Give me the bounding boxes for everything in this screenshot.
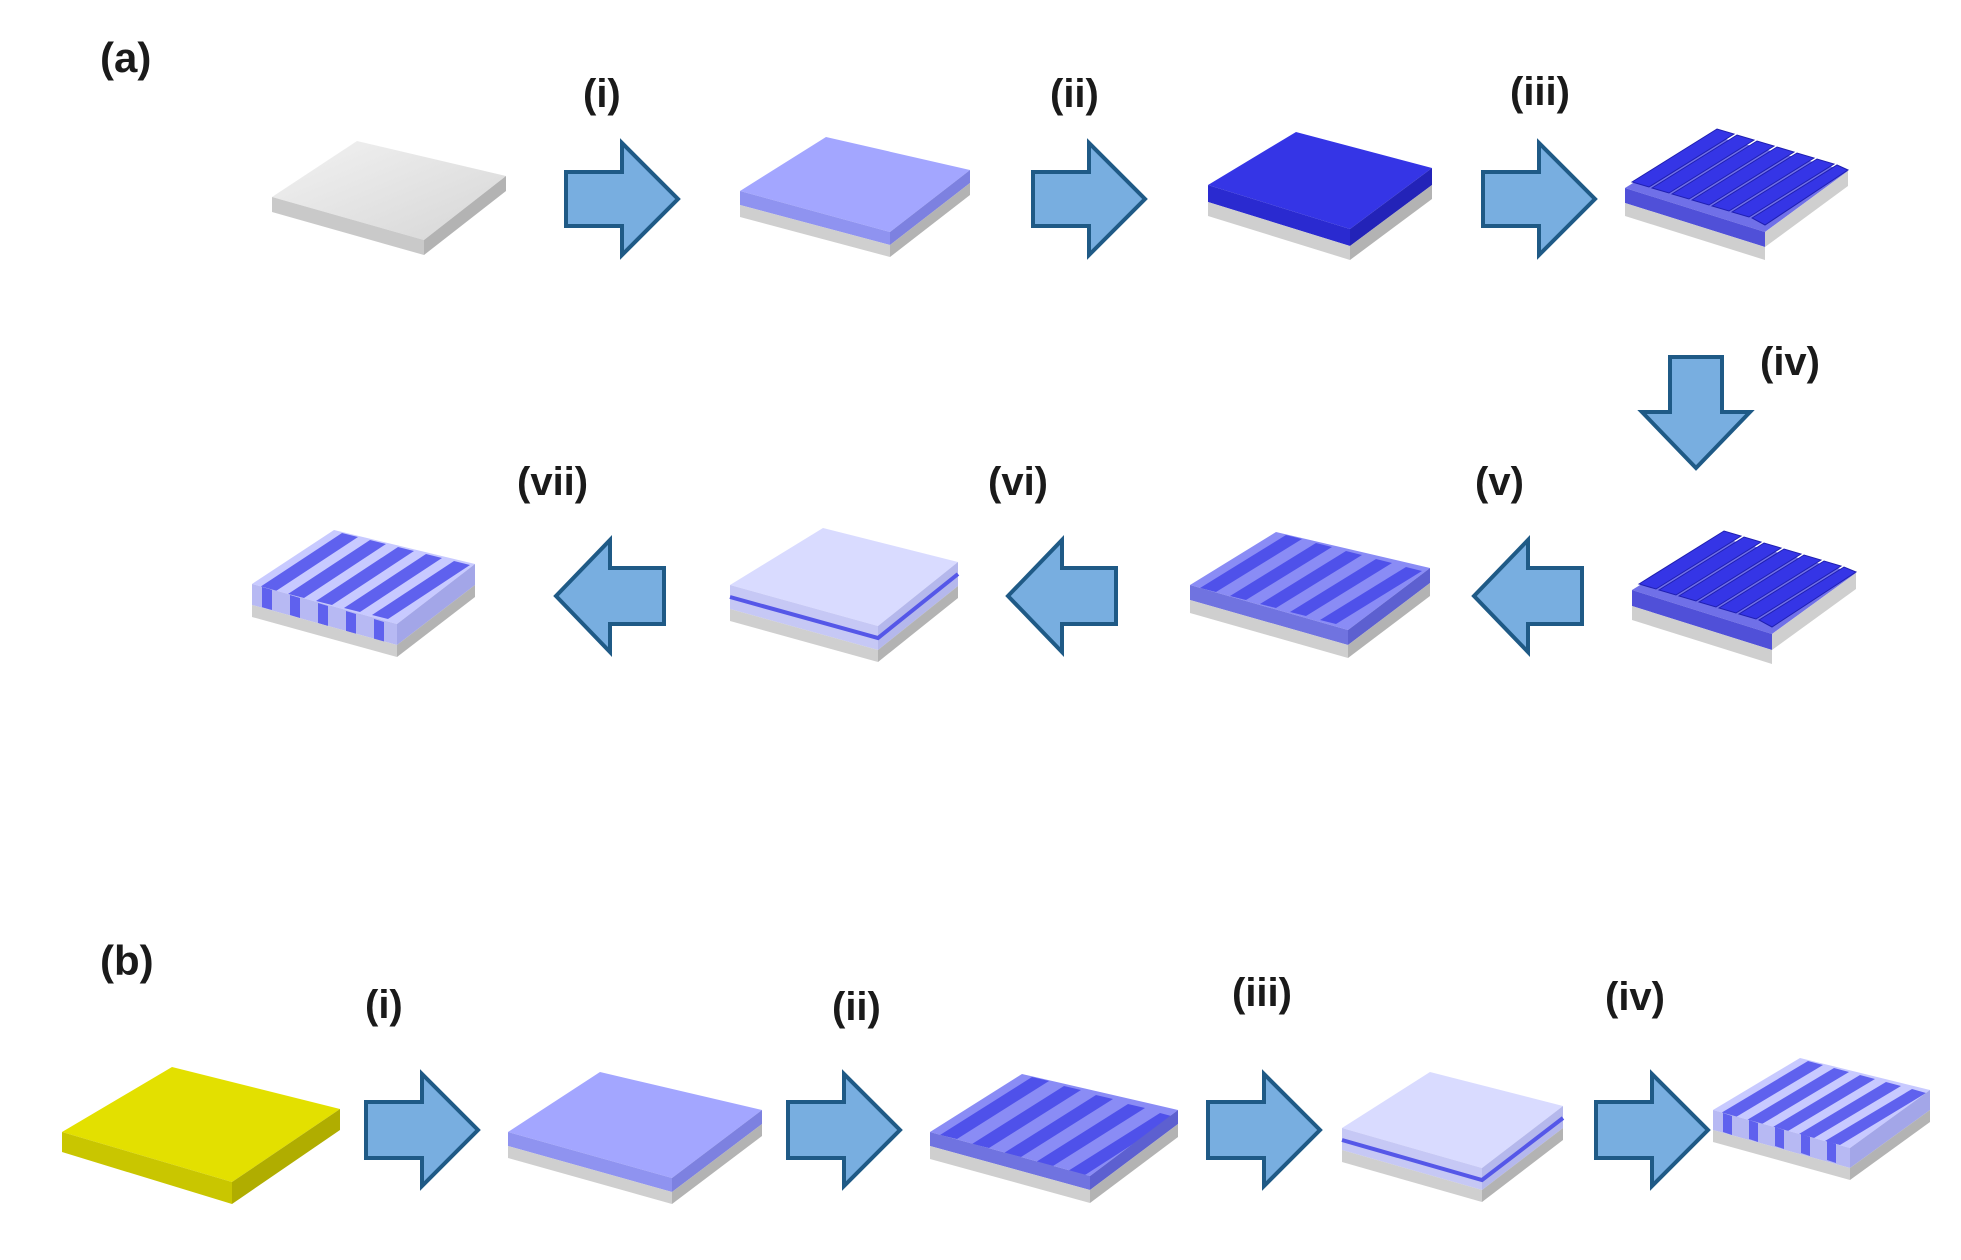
slab-a-3-resist	[1208, 132, 1432, 260]
arrow-a-ii	[1031, 138, 1148, 260]
step-label-a-vi: (vi)	[988, 460, 1048, 504]
step-label-b-iv: (iv)	[1605, 975, 1665, 1019]
step-label-a-iii: (iii)	[1510, 70, 1570, 114]
slab-a-5-resist-grating	[1632, 530, 1858, 664]
arrow-a-vi	[1005, 535, 1118, 657]
step-label-a-i: (i)	[583, 72, 621, 116]
step-label-a-vii: (vii)	[517, 460, 588, 504]
arrow-a-i	[564, 138, 681, 260]
panel-a-label: (a)	[100, 34, 151, 81]
arrow-a-iv	[1637, 355, 1755, 471]
step-label-b-iii: (iii)	[1232, 971, 1292, 1015]
slab-b-5-final-grating	[1713, 1058, 1930, 1180]
arrow-a-vii	[553, 535, 666, 657]
slab-a-7-capped	[729, 528, 960, 662]
slab-b-1-yellow-substrate	[62, 1067, 340, 1204]
slab-a-4-resist-grating	[1625, 128, 1850, 260]
arrow-b-ii	[786, 1069, 903, 1191]
arrow-b-iv	[1594, 1069, 1711, 1191]
step-label-a-ii: (ii)	[1050, 72, 1099, 116]
step-label-b-i: (i)	[365, 983, 403, 1027]
arrow-a-iii	[1481, 138, 1598, 260]
slab-a-6-striped-film	[1190, 532, 1430, 658]
slab-a-8-final-grating	[252, 530, 475, 657]
slab-a-2-thin-film	[740, 137, 970, 257]
arrow-b-i	[364, 1069, 481, 1191]
slab-a-1-substrate	[272, 141, 506, 255]
slab-b-4-capped	[1341, 1072, 1565, 1202]
slab-b-2-thin-film	[508, 1072, 762, 1204]
step-label-b-ii: (ii)	[832, 985, 881, 1029]
arrow-a-v	[1471, 535, 1584, 657]
panel-b-label: (b)	[100, 937, 154, 984]
slab-b-3-striped-film	[930, 1074, 1178, 1203]
step-label-a-iv: (iv)	[1760, 340, 1820, 384]
arrow-b-iii	[1206, 1069, 1323, 1191]
step-label-a-v: (v)	[1475, 460, 1524, 504]
